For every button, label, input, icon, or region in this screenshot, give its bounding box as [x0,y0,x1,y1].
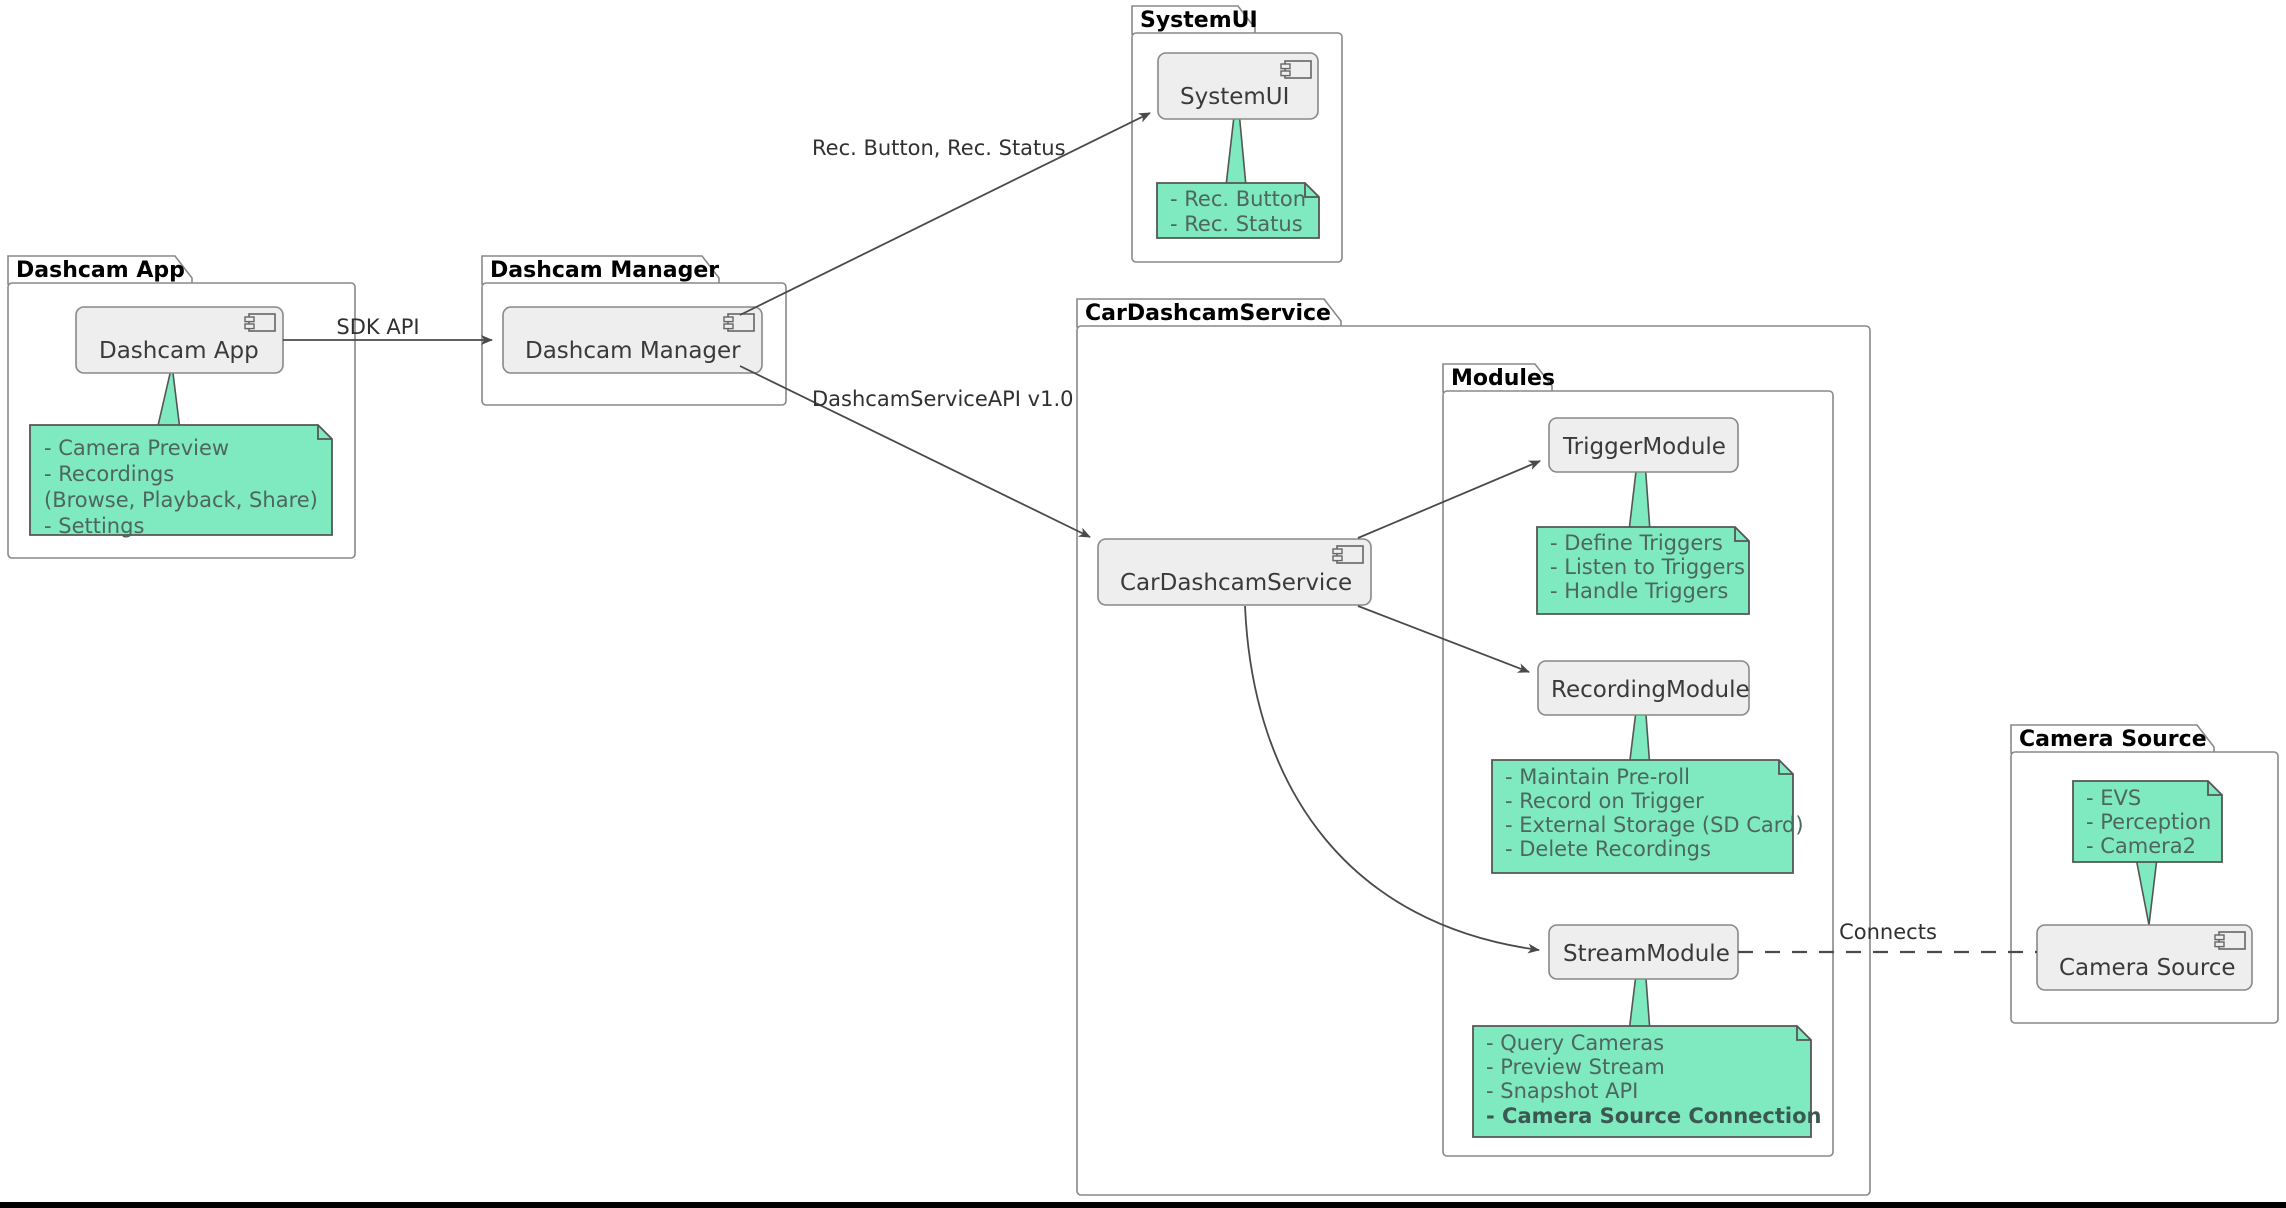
component-triggermodule[interactable]: TriggerModule [1548,417,1739,473]
package-title-cardashcamservice: CarDashcamService [1085,301,1331,326]
note-streammodule: - Query Cameras - Preview Stream - Snaps… [1472,1025,1821,1138]
edge-service-stream [1244,605,1540,954]
component-camera-source[interactable]: Camera Source [2036,924,2253,991]
uml-component-icon [723,313,755,332]
component-streammodule[interactable]: StreamModule [1548,924,1739,980]
component-box[interactable] [1548,417,1739,473]
note-line: - Delete Recordings [1505,837,1711,861]
component-dashcam-app[interactable]: Dashcam App [75,306,284,374]
component-box[interactable] [1537,660,1750,716]
edge-service-trigger [1357,460,1541,539]
package-title-camera-source: Camera Source [2019,727,2207,752]
note-line: - EVS [2086,786,2141,810]
package-cardashcamservice: CarDashcamService Modules - Define Trigg… [1076,298,1871,1196]
component-box[interactable] [1097,538,1372,606]
note-line: - External Storage (SD Card) [1505,813,1804,837]
note-camera-source: - EVS - Perception - Camera2 [2072,780,2223,863]
note-line: - Rec. Button [1170,187,1306,211]
note-shape [29,424,333,536]
note-line: - Recordings [44,462,174,486]
note-line: - Rec. Status [1170,212,1303,236]
note-shape [2072,780,2223,863]
note-line: - Query Cameras [1486,1031,1664,1055]
note-line: - Camera Source Connection [1486,1104,1821,1128]
package-tab-camera-source [2010,724,2215,754]
edge-label: Rec. Button, Rec. Status [812,136,1066,160]
component-box[interactable] [1157,52,1319,120]
package-systemui: SystemUI - Rec. Button - Rec. Status Sys… [1131,5,1343,263]
note-line: (Browse, Playback, Share) [44,488,318,512]
component-label: Dashcam Manager [525,338,741,364]
note-shape [1472,1025,1812,1138]
component-label: TriggerModule [1562,434,1726,460]
edge-rec-button-status: Rec. Button, Rec. Status [739,112,1151,316]
package-title-modules: Modules [1451,366,1555,391]
component-label: Camera Source [2059,955,2236,981]
note-line: - Camera2 [2086,834,2196,858]
edge-label: Connects [1839,920,1937,944]
edge-dashcamserviceapi: DashcamServiceAPI v1.0 [739,365,1091,538]
edge-label: SDK API [336,315,419,339]
package-title-dashcam-manager: Dashcam Manager [490,258,719,283]
component-label: SystemUI [1180,84,1289,110]
note-fold-icon [1304,183,1319,198]
package-modules: Modules - Define Triggers - Listen to Tr… [1442,363,1834,1157]
note-line: - Define Triggers [1550,531,1723,555]
note-line: - Listen to Triggers [1550,555,1745,579]
note-line: - Maintain Pre-roll [1505,765,1690,789]
note-line: - Record on Trigger [1505,789,1704,813]
package-dashcam-manager: Dashcam Manager Dashcam Manager [481,255,787,406]
note-recordingmodule: - Maintain Pre-roll - Record on Trigger … [1491,759,1804,874]
edges-layer: SDK API Rec. Button, Rec. Status Dashcam… [283,112,2037,954]
package-tab-modules [1442,363,1553,393]
uml-component-icon [1332,545,1364,564]
edge-service-recording [1357,605,1530,673]
note-fold-icon [2207,781,2222,796]
note-fold-icon [317,425,332,440]
edge-connects: Connects [1738,920,2037,954]
package-tab-dashcam-app [7,255,193,285]
uml-component-icon [244,313,276,332]
component-box[interactable] [502,306,763,374]
component-label: RecordingModule [1551,677,1750,703]
package-camera-source: Camera Source - EVS - Perception - Camer… [2010,724,2279,1024]
note-fold-icon [1778,760,1793,775]
package-tab-cardashcamservice [1076,298,1342,328]
component-label: StreamModule [1563,941,1730,967]
package-title-dashcam-app: Dashcam App [16,258,185,283]
component-box[interactable] [2036,924,2253,991]
uml-component-icon [1280,60,1312,79]
note-line: - Preview Stream [1486,1055,1665,1079]
uml-component-icon [2214,931,2246,950]
component-label: CarDashcamService [1120,570,1352,596]
note-shape [1536,526,1750,615]
component-systemui[interactable]: SystemUI [1157,52,1319,120]
edge-sdk-api: SDK API [283,315,493,345]
note-line: - Perception [2086,810,2211,834]
component-dashcam-manager[interactable]: Dashcam Manager [502,306,763,374]
package-tab-systemui [1131,5,1256,35]
note-line: - Settings [44,514,144,538]
note-fold-icon [1734,527,1749,542]
package-tab-dashcam-manager [481,255,720,285]
package-dashcam-app: Dashcam App - Camera Preview - Recording… [7,255,356,559]
note-dashcam-app: - Camera Preview - Recordings (Browse, P… [29,424,333,538]
note-line: - Handle Triggers [1550,579,1728,603]
note-systemui: - Rec. Button - Rec. Status [1156,182,1320,239]
note-line: - Camera Preview [44,436,229,460]
package-title-systemui: SystemUI [1140,8,1258,33]
note-shape [1491,759,1794,874]
note-triggermodule: - Define Triggers - Listen to Triggers -… [1536,526,1750,615]
note-line: - Snapshot API [1486,1079,1638,1103]
component-label: Dashcam App [99,338,259,364]
bottom-border [0,1202,2286,1208]
component-recordingmodule[interactable]: RecordingModule [1537,660,1750,716]
note-shape [1156,182,1320,239]
note-fold-icon [1796,1026,1811,1041]
edge-label: DashcamServiceAPI v1.0 [812,387,1074,411]
component-cardashcamservice[interactable]: CarDashcamService [1097,538,1372,606]
